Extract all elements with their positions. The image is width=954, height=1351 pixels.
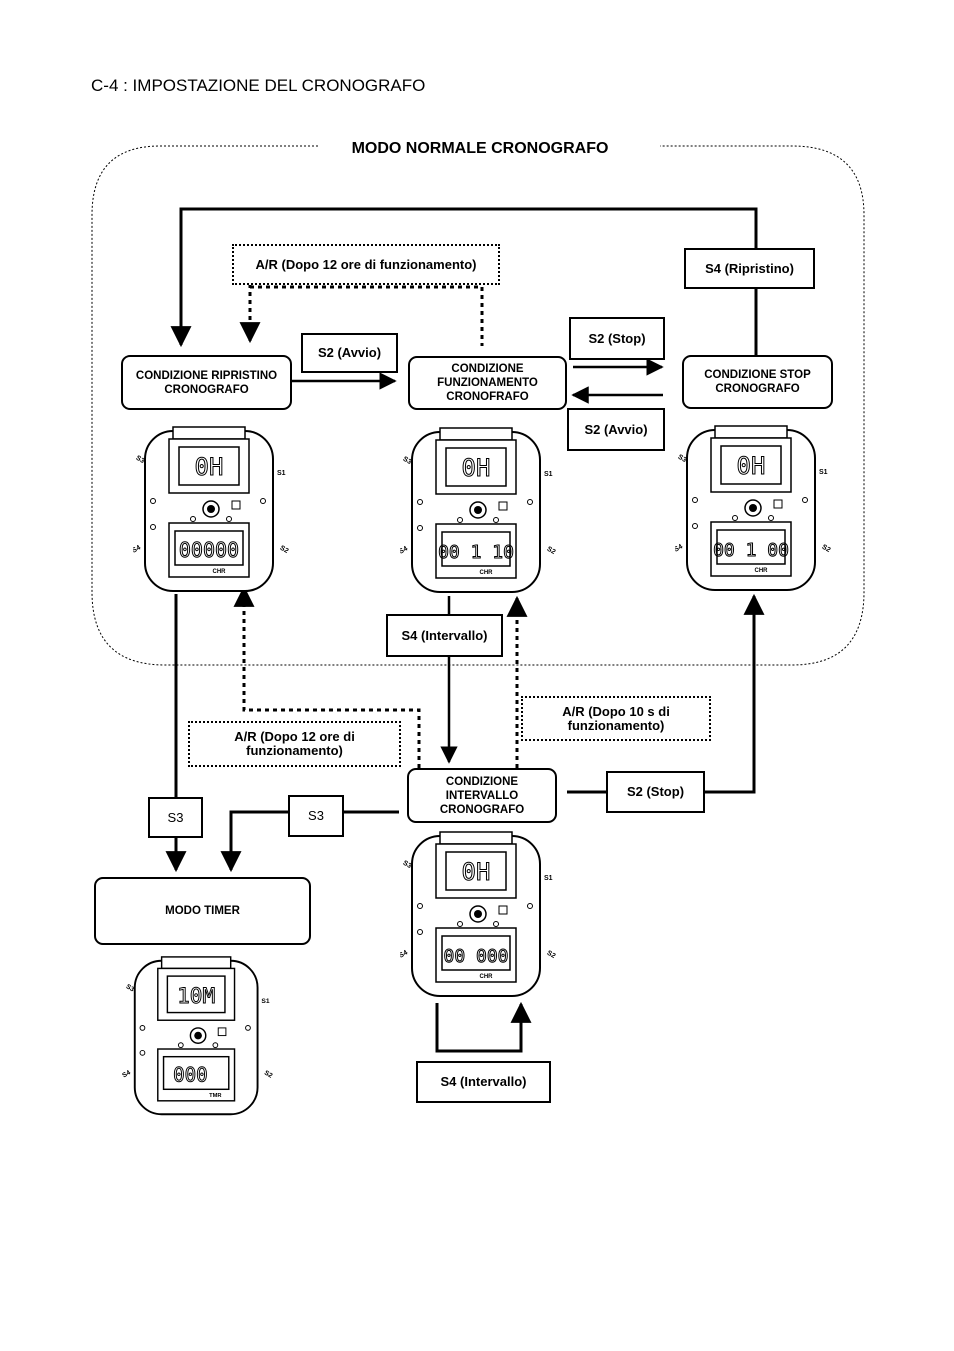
display-interval-upper: 0H xyxy=(462,858,491,886)
button-label-s3: S3 xyxy=(402,456,413,466)
watch-module-stop: 0H 00 1 00 CHR S3 S4 S2 S1 xyxy=(675,425,832,591)
button-label-s1: S1 xyxy=(819,469,828,476)
state-reset-label: CONDIZIONE RIPRISTINO CRONOGRAFO xyxy=(135,369,278,396)
label-ar-10s: A/R (Dopo 10 s di funzionamento) xyxy=(521,696,711,741)
dotted-ar-link xyxy=(250,285,484,346)
label-s2-start-2: S2 (Avvio) xyxy=(567,408,665,451)
display-stop-lower: 00 1 00 xyxy=(713,540,789,561)
display-running-upper: 0H xyxy=(462,454,491,482)
button-label-s1: S1 xyxy=(544,875,553,882)
display-running-lower: 00 1 10 xyxy=(438,542,514,563)
button-label-s4: S4 xyxy=(400,545,409,555)
watch-module-timer: 10M 000 TMR S3 S4 S2 S1 xyxy=(121,956,274,1116)
button-label-s2: S2 xyxy=(263,1070,274,1080)
display-stop-upper: 0H xyxy=(737,452,766,480)
label-s4-reset: S4 (Ripristino) xyxy=(684,248,815,289)
display-reset-mode: CHR xyxy=(213,569,227,575)
button-label-s3: S3 xyxy=(125,983,136,993)
label-s3-right: S3 xyxy=(288,795,344,837)
button-label-s2: S2 xyxy=(546,950,557,960)
button-label-s4: S4 xyxy=(133,544,142,554)
label-ar-12h-bottom: A/R (Dopo 12 ore di funzionamento) xyxy=(188,721,401,767)
label-s2-start-1: S2 (Avvio) xyxy=(301,333,398,373)
label-s4-interval-1: S4 (Intervallo) xyxy=(386,614,503,657)
dotted-interval-to-reset xyxy=(233,585,421,768)
button-label-s1: S1 xyxy=(277,470,286,477)
button-label-s3: S3 xyxy=(402,860,413,870)
label-s3-left: S3 xyxy=(148,797,203,838)
label-s4-interval-2: S4 (Intervallo) xyxy=(416,1061,551,1103)
display-timer-mode: TMR xyxy=(209,1093,222,1099)
watch-module-interval: 0H 00 000 CHR S3 S4 S2 S1 xyxy=(400,831,557,997)
arrow-interval-loop xyxy=(435,1001,532,1053)
state-running-label: CONDIZIONE FUNZIONAMENTO CRONOFRAFO xyxy=(437,363,538,403)
display-timer-upper: 10M xyxy=(177,983,215,1008)
button-label-s2: S2 xyxy=(546,546,557,556)
display-reset-lower: 00000 xyxy=(179,538,239,562)
button-label-s3: S3 xyxy=(135,455,146,465)
display-reset-upper: 0H xyxy=(195,453,224,481)
button-label-s1: S1 xyxy=(261,998,269,1005)
page-title: C-4 : IMPOSTAZIONE DEL CRONOGRAFO xyxy=(91,76,426,95)
display-stop-mode: CHR xyxy=(755,568,769,574)
display-timer-lower: 000 xyxy=(173,1064,208,1087)
watch-module-running: 0H 00 1 10 CHR S3 S4 S2 S1 xyxy=(400,427,557,593)
display-interval-mode: CHR xyxy=(480,974,494,980)
state-interval-label: CONDIZIONE INTERVALLO CRONOGRAFO xyxy=(439,775,525,816)
state-stop-label: CONDIZIONE STOP CRONOGRAFO xyxy=(704,369,811,395)
button-label-s1: S1 xyxy=(544,471,553,478)
button-label-s2: S2 xyxy=(279,545,290,555)
state-interval: CONDIZIONE INTERVALLO CRONOGRAFO xyxy=(407,768,557,823)
normal-mode-boundary xyxy=(91,145,865,666)
label-s2-stop-2: S2 (Stop) xyxy=(606,771,705,813)
arrow-interval-to-stop xyxy=(567,593,765,794)
watch-module-reset: 0H 00000 CHR S3 S4 S2 S1 xyxy=(133,426,290,592)
state-timer-label: MODO TIMER xyxy=(165,905,240,917)
state-timer: MODO TIMER xyxy=(94,877,311,945)
state-running: CONDIZIONE FUNZIONAMENTO CRONOFRAFO xyxy=(408,356,567,410)
label-s2-stop-1: S2 (Stop) xyxy=(569,317,665,360)
button-label-s3: S3 xyxy=(677,454,688,464)
state-reset: CONDIZIONE RIPRISTINO CRONOGRAFO xyxy=(121,355,292,410)
state-stop: CONDIZIONE STOP CRONOGRAFO xyxy=(682,355,833,409)
display-running-mode: CHR xyxy=(480,570,494,576)
button-label-s4: S4 xyxy=(121,1069,132,1079)
button-label-s4: S4 xyxy=(400,949,409,959)
group-title: MODO NORMALE CRONOGRAFO xyxy=(351,140,609,157)
display-interval-lower: 00 000 xyxy=(443,946,508,967)
label-ar-12h-top: A/R (Dopo 12 ore di funzionamento) xyxy=(232,244,500,285)
button-label-s2: S2 xyxy=(821,544,832,554)
button-label-s4: S4 xyxy=(675,543,684,553)
